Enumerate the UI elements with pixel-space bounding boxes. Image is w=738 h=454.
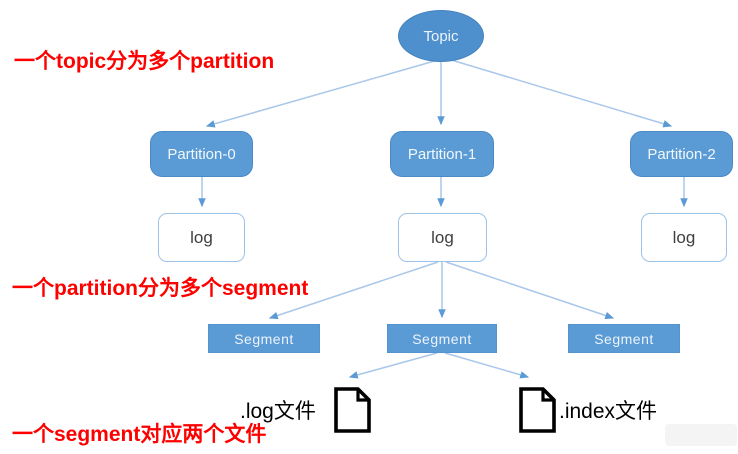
topic-node: Topic <box>398 10 484 62</box>
log-node-2: log <box>641 213 727 262</box>
topic-label: Topic <box>423 27 459 45</box>
segment-label-1: Segment <box>412 330 472 347</box>
log-label-1: log <box>431 227 454 247</box>
partition-1-node: Partition-1 <box>390 131 494 177</box>
segment-node-1: Segment <box>387 324 497 353</box>
partition-2-label: Partition-2 <box>647 145 716 163</box>
segment-label-2: Segment <box>594 330 654 347</box>
log-node-1: log <box>398 213 487 262</box>
annotation-segment-files: 一个segment对应两个文件 <box>12 423 267 446</box>
partition-0-label: Partition-0 <box>167 145 236 163</box>
partition-0-node: Partition-0 <box>150 131 253 177</box>
log-label-0: log <box>190 227 213 247</box>
segment-label-0: Segment <box>234 330 294 347</box>
document-icon <box>519 387 556 433</box>
segment-node-2: Segment <box>568 324 680 353</box>
log-file-label: .log文件 <box>240 400 316 423</box>
partition-2-node: Partition-2 <box>630 131 733 177</box>
annotation-partition-segment: 一个partition分为多个segment <box>12 277 309 300</box>
log-label-2: log <box>672 227 696 247</box>
annotation-topic-partition: 一个topic分为多个partition <box>14 50 275 73</box>
log-node-0: log <box>158 213 245 262</box>
segment-node-0: Segment <box>208 324 320 353</box>
document-icon <box>334 387 371 433</box>
partition-1-label: Partition-1 <box>407 145 477 163</box>
index-file-label: .index文件 <box>559 400 658 423</box>
watermark-remnant <box>665 424 737 446</box>
